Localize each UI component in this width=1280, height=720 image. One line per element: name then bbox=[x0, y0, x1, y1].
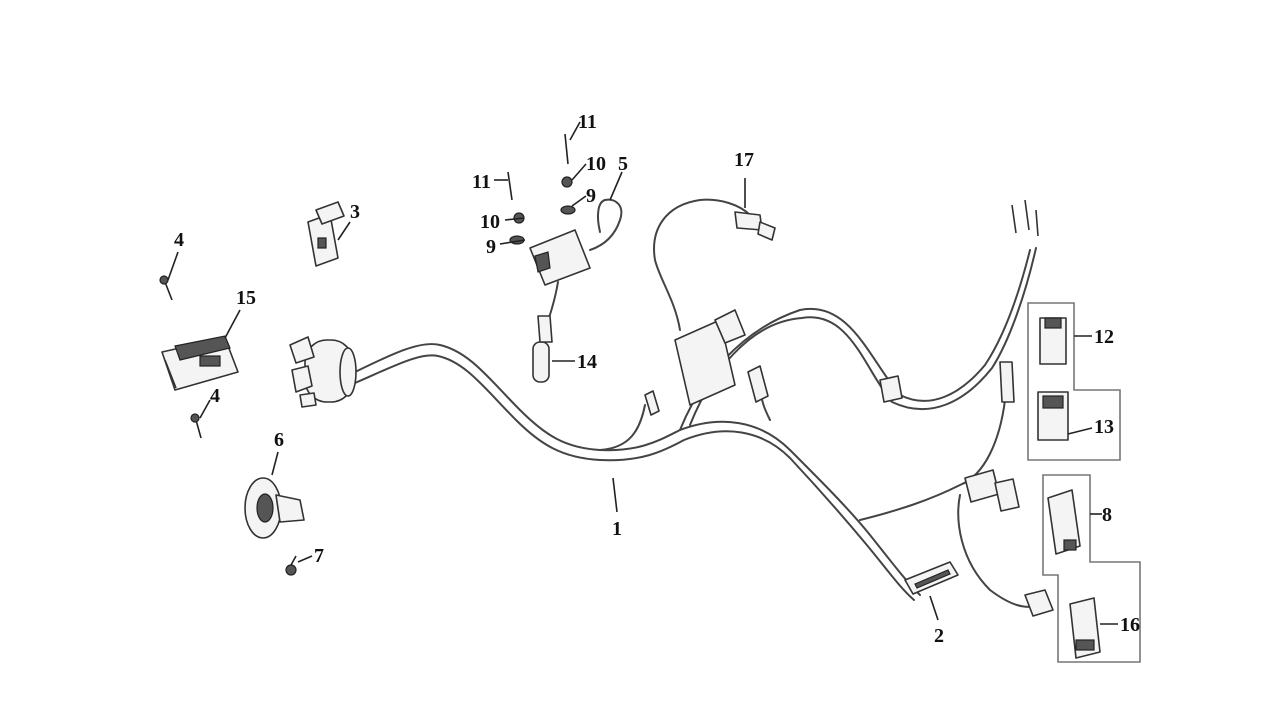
callout-9-left: 9 bbox=[486, 236, 496, 258]
callout-4-lower: 4 bbox=[210, 385, 220, 407]
part-10-nut-right bbox=[561, 176, 573, 188]
harness-left-connector bbox=[289, 336, 357, 408]
leader-lines bbox=[167, 121, 1118, 625]
callout-10-left: 10 bbox=[480, 211, 500, 233]
callout-8: 8 bbox=[1102, 504, 1112, 526]
part-11-bolt-left bbox=[507, 171, 513, 201]
part-14-spark-plug-cap bbox=[532, 281, 559, 383]
callout-17: 17 bbox=[734, 149, 754, 171]
callout-5: 5 bbox=[618, 153, 628, 175]
callout-11-right: 11 bbox=[578, 111, 597, 133]
main-wiring-harness bbox=[354, 198, 1041, 608]
callout-2: 2 bbox=[934, 625, 944, 647]
callout-11-left: 11 bbox=[472, 171, 491, 193]
part-7-screw bbox=[285, 555, 297, 576]
part-5-ignition-coil bbox=[529, 198, 623, 286]
part-3-connector bbox=[307, 201, 345, 267]
callout-14: 14 bbox=[577, 351, 597, 373]
part-4-bolt-lower bbox=[190, 413, 202, 439]
callout-7: 7 bbox=[314, 545, 324, 567]
part-4-bolt-upper bbox=[159, 275, 173, 301]
part-6-horn bbox=[244, 477, 305, 539]
part-13-relay bbox=[1037, 391, 1069, 441]
part-17-sensor-connector bbox=[734, 211, 776, 241]
part-15-regulator-rectifier bbox=[161, 335, 239, 391]
part-2-fuse-holder bbox=[904, 561, 959, 595]
relay-box-lower bbox=[1042, 474, 1141, 663]
part-11-bolt-right bbox=[564, 133, 569, 165]
callout-15: 15 bbox=[236, 287, 256, 309]
callout-1: 1 bbox=[612, 518, 622, 540]
part-12-relay bbox=[1039, 317, 1067, 365]
callout-9-right: 9 bbox=[586, 185, 596, 207]
callout-6: 6 bbox=[274, 429, 284, 451]
callout-3: 3 bbox=[350, 201, 360, 223]
callout-16: 16 bbox=[1120, 614, 1140, 636]
part-9-washer-right bbox=[560, 205, 576, 215]
callout-13: 13 bbox=[1094, 416, 1114, 438]
harness-center-connectors bbox=[644, 199, 1054, 617]
callout-4-upper: 4 bbox=[174, 229, 184, 251]
callout-labels: 1 2 3 4 4 5 6 7 8 9 9 10 10 11 11 12 13 … bbox=[174, 111, 1140, 647]
relay-box-upper bbox=[1027, 302, 1121, 461]
callout-10-right: 10 bbox=[586, 153, 606, 175]
part-8-relay bbox=[1047, 489, 1081, 555]
callout-12: 12 bbox=[1094, 326, 1114, 348]
part-16-relay bbox=[1069, 597, 1101, 659]
